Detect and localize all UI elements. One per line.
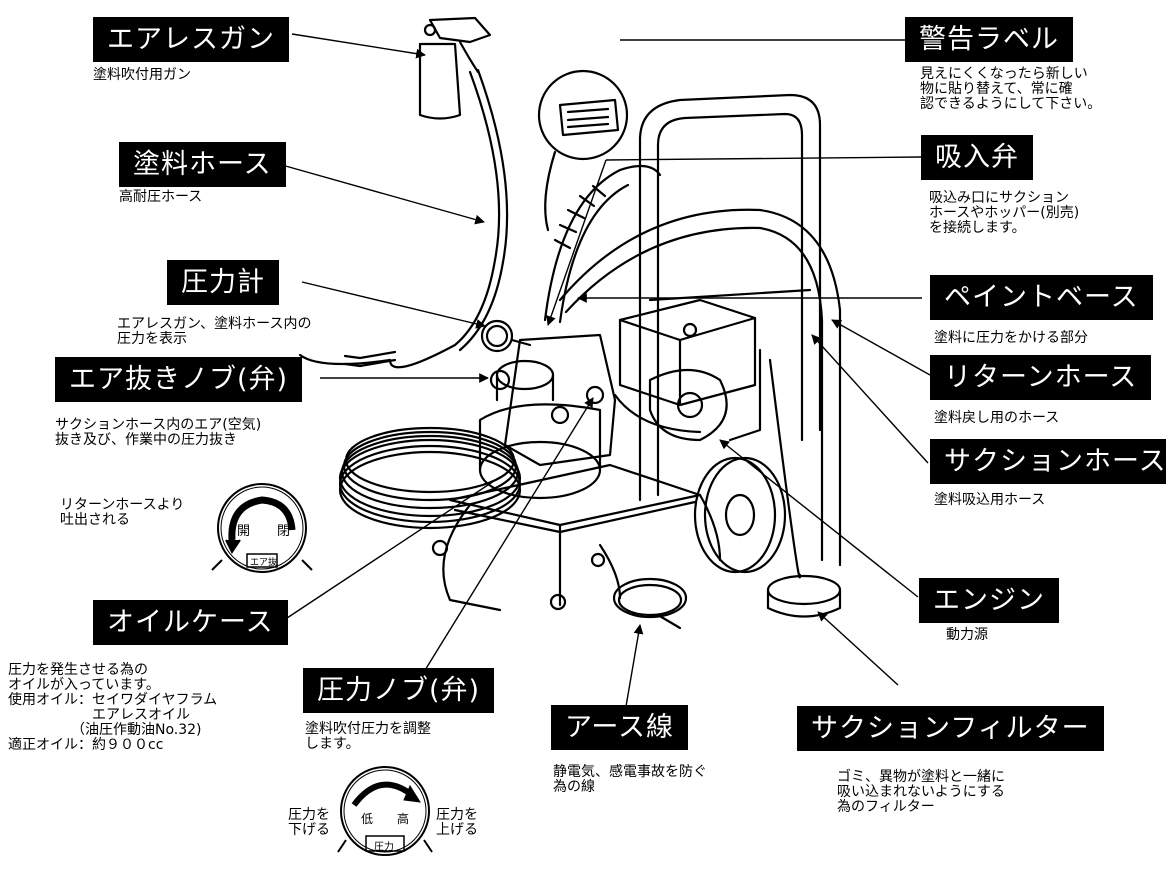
air-bleed-dial [211,483,313,573]
label-paint-hose: 塗料ホース [119,142,286,187]
desc-airless-gun: 塗料吹付用ガン [93,67,191,83]
coiled-hose [338,426,522,530]
engine-body [613,298,762,442]
base-frame [431,463,722,612]
pressure-gauge [480,319,532,353]
desc-suction-filter: ゴミ、異物が塗料と一緒に 吸い込まれないようにする 為のフィルター [837,769,1005,815]
air-dial-close: 閉 [277,524,291,539]
desc-suction-valve: 吸込み口にサクション ホースやホッパー(別売) を接続します。 [929,190,1080,236]
spray-gun [418,16,492,120]
desc-paint-hose: 高耐圧ホース [119,189,203,205]
label-engine: エンジン [919,578,1059,623]
wheel [693,456,787,574]
pressure-dial [337,766,433,856]
label-air-bleed-knob: エア抜きノブ(弁) [55,357,303,402]
leader-lines [281,33,931,719]
desc-oil-case: 圧力を発生させる為の オイルが入っています。 使用オイル：セイワダイヤフラム エ… [8,662,218,753]
label-paint-base: ペイントベース [930,275,1153,320]
label-suction-valve: 吸入弁 [921,135,1033,180]
pressure-dial-high: 高 [397,812,410,826]
pressure-lower-note: 圧力を 下げる [288,807,330,838]
label-return-hose: リターンホース [930,355,1152,400]
paint-hose [343,68,509,369]
air-dial-plate: エア抜 [250,558,278,568]
desc-warning-label: 見えにくくなったら新しい 物に貼り替えて、常に確 認できるようにして下さい。 [920,66,1102,112]
earth-wire-coil [598,543,688,630]
air-knob-note: リターンホースより 吐出される [60,497,185,528]
return-hose-line [558,208,842,567]
label-oil-case: オイルケース [93,600,288,645]
label-suction-filter: サクションフィルター [797,706,1104,751]
desc-air-bleed-knob: サクションホース内のエア(空気) 抜き及び、作業中の圧力抜き [55,417,262,448]
pressure-dial-low: 低 [361,812,374,826]
desc-earth-wire: 静電気、感電事故を防ぐ 為の線 [553,764,707,795]
label-suction-hose: サクションホース [930,439,1166,484]
label-warning-label: 警告ラベル [905,17,1073,62]
pressure-dial-plate: 圧力 [374,842,394,853]
suction-filter [766,574,842,618]
desc-pressure-gauge: エアレスガン、塗料ホース内の 圧力を表示 [117,316,312,347]
label-pressure-knob: 圧力ノブ(弁) [303,668,495,713]
desc-engine: 動力源 [946,627,988,643]
label-pressure-gauge: 圧力計 [167,260,279,305]
desc-return-hose: 塗料戻し用のホース [934,410,1060,426]
label-airless-gun: エアレスガン [93,17,289,62]
pump-body [478,333,617,500]
desc-paint-base: 塗料に圧力をかける部分 [934,330,1088,346]
warning-label-loupe [537,69,629,232]
air-dial-open: 開 [237,524,251,539]
desc-pressure-knob: 塗料吹付圧力を調整 します。 [305,721,431,752]
pressure-raise-note: 圧力を 上げる [436,807,478,838]
label-earth-wire: アース線 [551,705,689,750]
desc-suction-hose: 塗料吸込用ホース [934,492,1046,508]
